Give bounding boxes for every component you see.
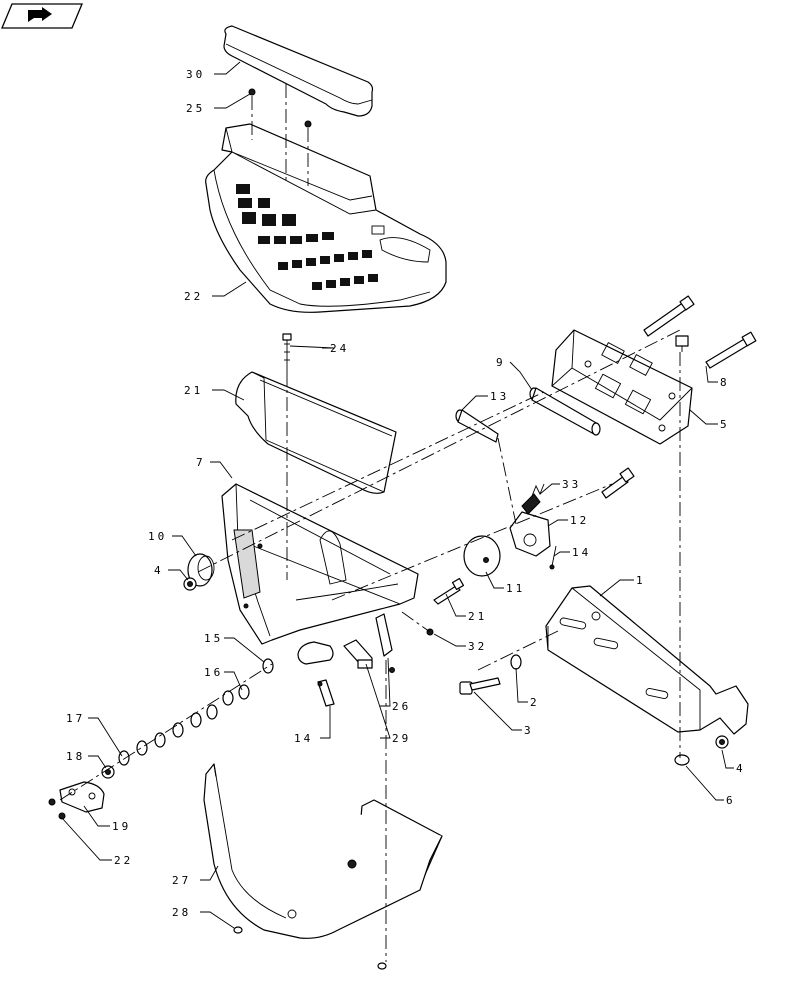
- part-latch-12: [509, 493, 551, 557]
- callout-8: 8: [720, 376, 730, 389]
- callout-19: 18: [66, 750, 85, 763]
- part-upper-cover: [235, 371, 397, 494]
- callout-29: 28: [172, 906, 191, 919]
- part-nut-22: [48, 798, 66, 820]
- part-pin-14: [549, 545, 557, 570]
- callout-33: 33: [562, 478, 581, 491]
- part-rod-9: [529, 387, 601, 436]
- part-spring-33: [531, 483, 545, 497]
- callout-20: 19: [112, 820, 131, 833]
- part-screw-26: [248, 88, 312, 128]
- callout-16: 15: [204, 632, 223, 645]
- part-bolt-8: [705, 331, 757, 369]
- callout-4-right: 4: [736, 762, 746, 775]
- callout-25: 24: [330, 342, 349, 355]
- part-bracket-1: [545, 585, 749, 735]
- part-bolt-upper: [643, 295, 695, 337]
- part-disc-11: [463, 535, 501, 577]
- part-lever-30: [343, 639, 373, 669]
- callout-3: 3: [524, 724, 534, 737]
- callout-24: 22: [184, 290, 203, 303]
- callout-13: 13: [490, 390, 509, 403]
- callout-2: 2: [530, 696, 540, 709]
- callout-21: 21: [468, 610, 487, 623]
- part-control-console: [205, 123, 447, 313]
- callout-4-left: 4: [154, 564, 164, 577]
- part-lower-cover: [203, 763, 443, 939]
- assembly-lines: [59, 84, 681, 962]
- callout-32: 32: [468, 640, 487, 653]
- callout-7: 7: [196, 456, 206, 469]
- arrow-right-icon[interactable]: [1, 3, 83, 29]
- part-screw-29: [233, 926, 387, 970]
- callout-10: 10: [148, 530, 167, 543]
- callout-6: 6: [726, 794, 736, 807]
- leader-lines: [61, 61, 734, 929]
- callout-14: 14: [572, 546, 591, 559]
- callout-15: 14: [294, 732, 313, 745]
- callout-27: 26: [392, 700, 411, 713]
- part-nut-19: [101, 765, 115, 779]
- callout-23: 21: [184, 384, 203, 397]
- part-link-27: [375, 613, 395, 673]
- part-bushing-10: [187, 553, 215, 587]
- callout-28: 27: [172, 874, 191, 887]
- callout-5: 5: [720, 418, 730, 431]
- callout-labels: 30 25 22 24 21 7 10 4 15 16 17 18 19 22 …: [66, 68, 746, 919]
- callout-30: 29: [392, 732, 411, 745]
- part-washer-2: [510, 654, 522, 670]
- part-plate-20: [59, 781, 105, 813]
- callout-1: 1: [636, 574, 646, 587]
- part-plate-16: [297, 641, 334, 665]
- part-bolt-middle: [601, 467, 635, 499]
- callout-9: 9: [496, 356, 506, 369]
- part-armrest-pad: [223, 25, 374, 117]
- part-nut-4-left: [183, 577, 197, 591]
- callout-18: 17: [66, 712, 85, 725]
- part-bolt-25: [282, 333, 292, 372]
- callout-17: 16: [204, 666, 223, 679]
- part-washer-stack: [118, 658, 274, 766]
- callout-12: 12: [570, 514, 589, 527]
- part-bracket-5: [551, 329, 693, 445]
- callout-22: 22: [114, 854, 133, 867]
- callout-11: 11: [506, 582, 525, 595]
- part-nut-4-right: [715, 735, 729, 749]
- part-main-frame: [221, 483, 419, 645]
- callout-31: 30: [186, 68, 205, 81]
- part-bolt-center: [675, 335, 689, 352]
- callout-26: 25: [186, 102, 205, 115]
- part-bolt-3: [459, 677, 501, 695]
- part-nut-6: [674, 754, 690, 766]
- part-bolt-21: [433, 577, 465, 605]
- part-pin-13: [455, 409, 499, 443]
- part-lever-15: [317, 679, 335, 707]
